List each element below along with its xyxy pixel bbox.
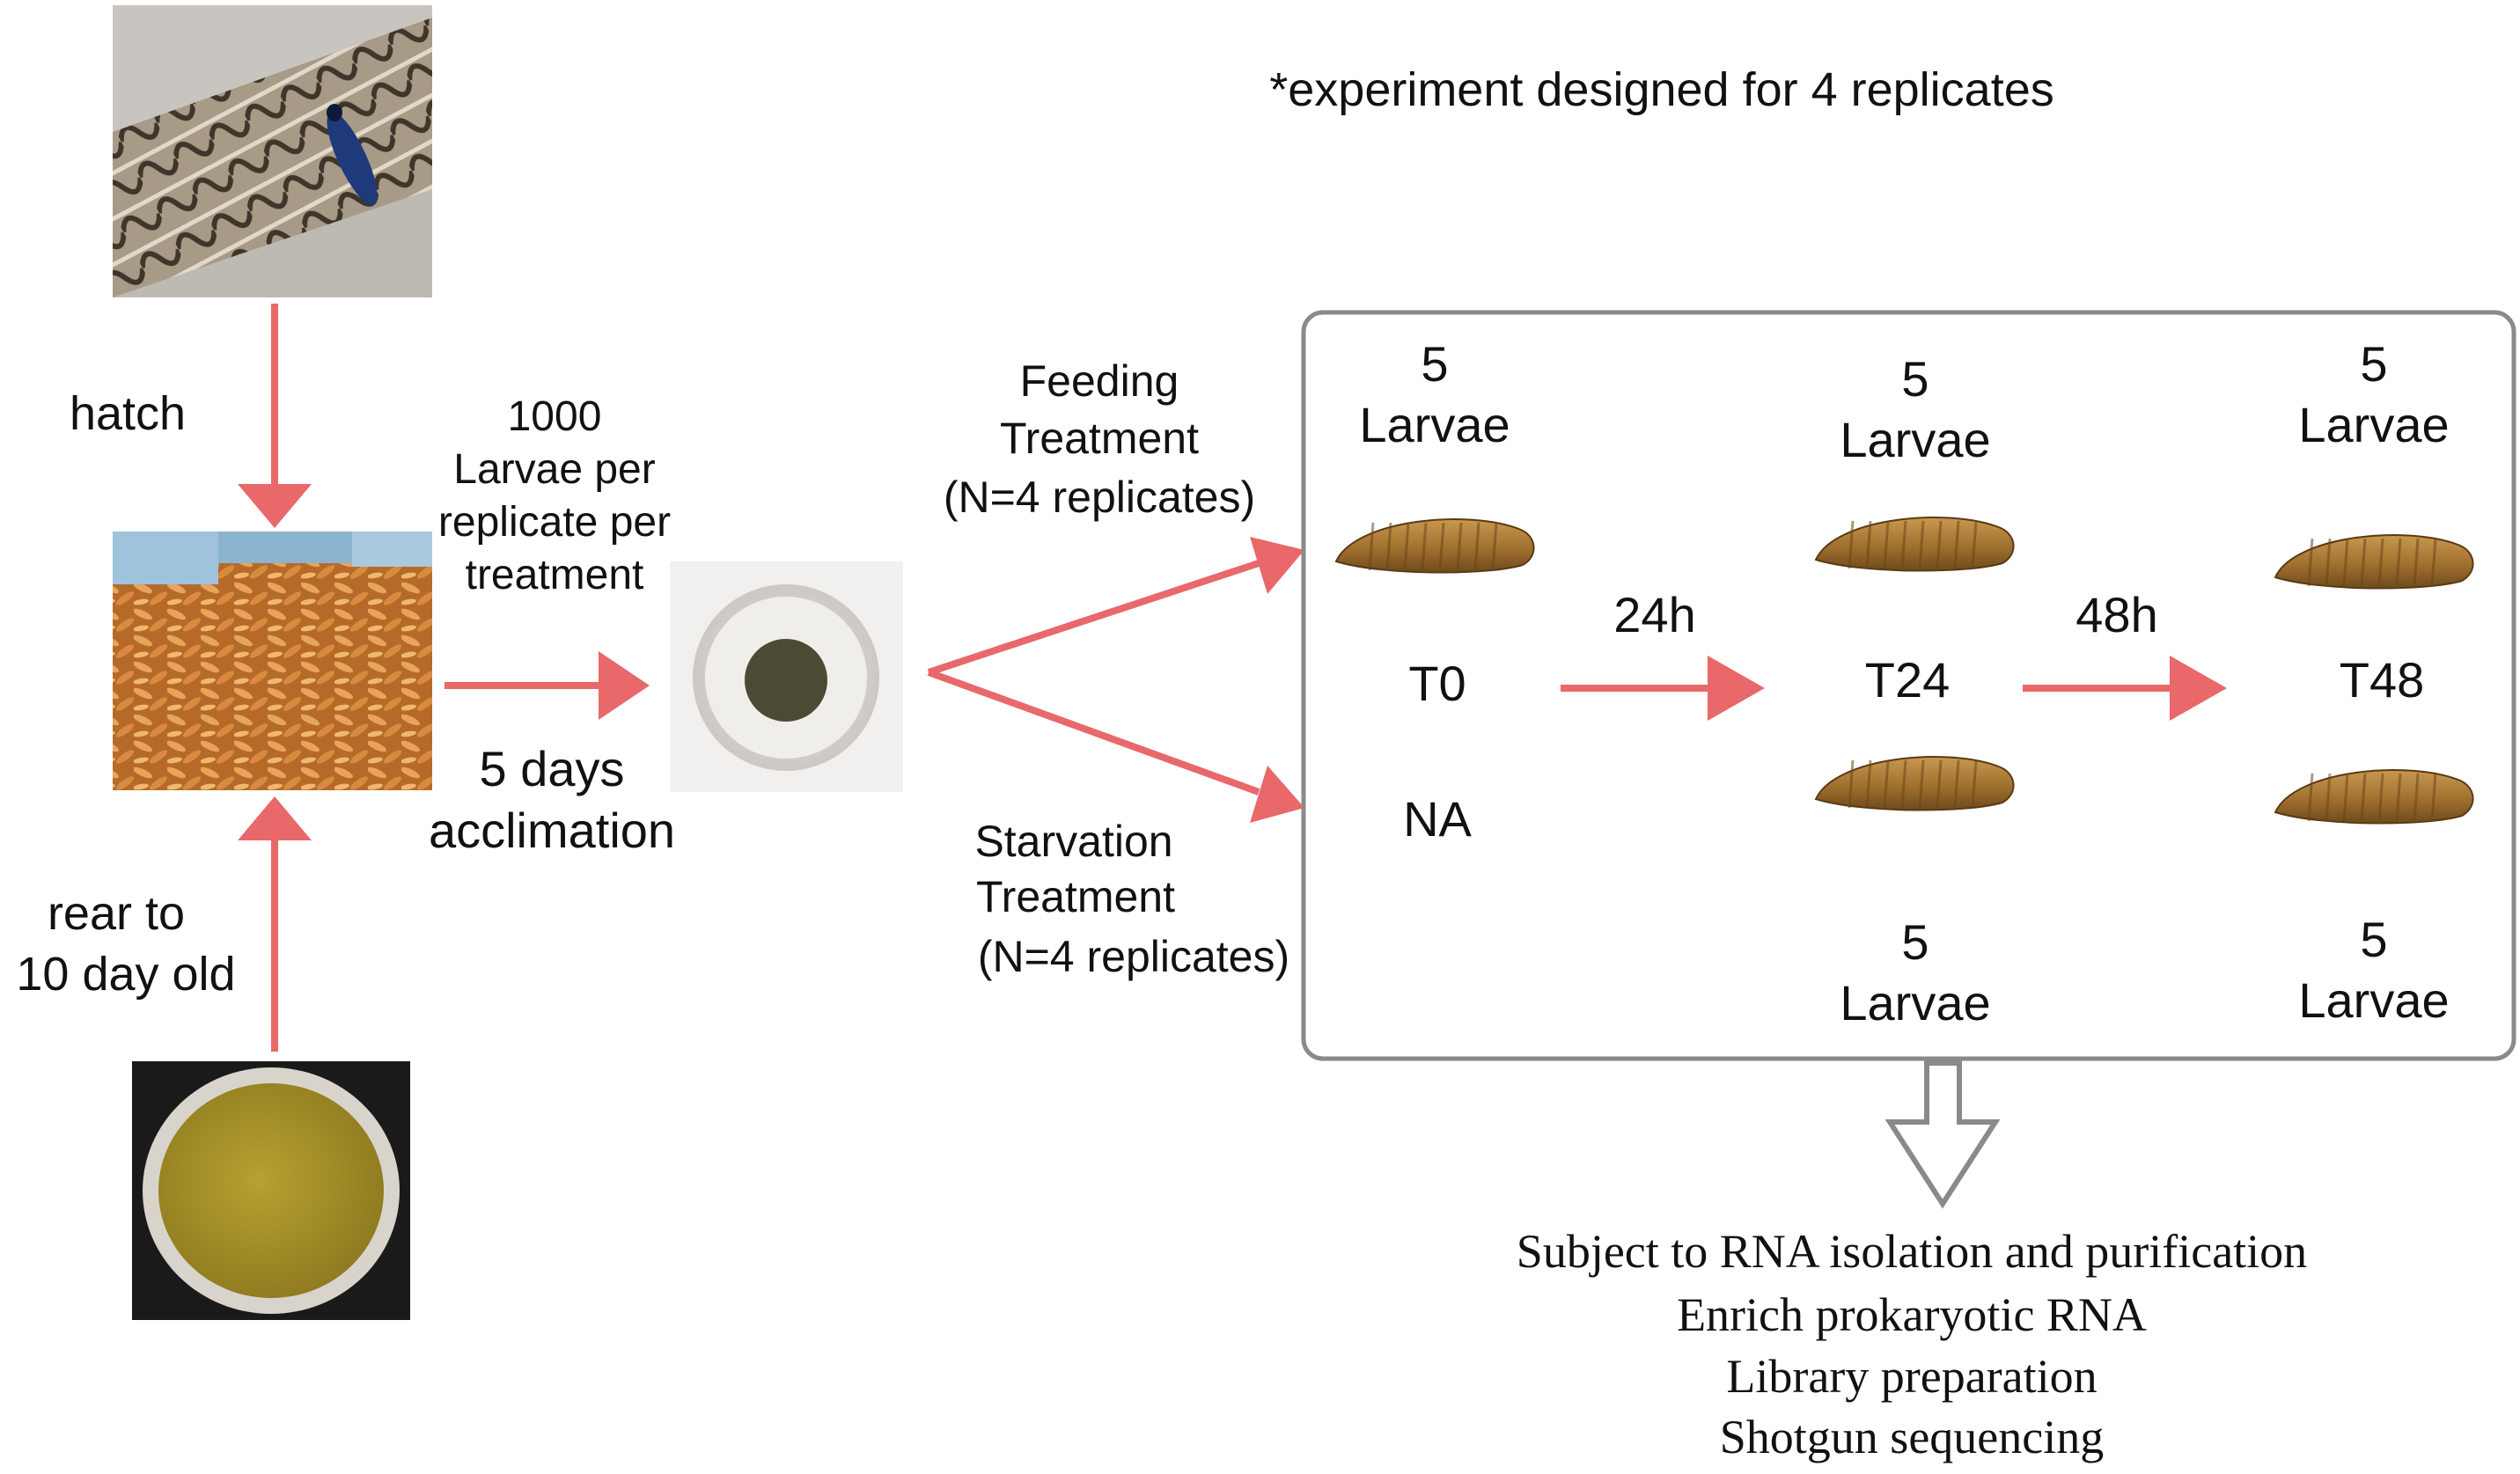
- replicate-note: *experiment designed for 4 replicates: [1269, 63, 2054, 116]
- t24-count-top: 5: [1901, 351, 1929, 407]
- output-arrow: [1884, 1060, 2001, 1209]
- processing-step-3: Library preparation: [1726, 1350, 2097, 1403]
- rearing-diet-photo: [132, 1061, 410, 1320]
- t0-label: T0: [1408, 656, 1466, 711]
- feeding-branch-arrow: [927, 537, 1304, 676]
- t48-count-top: 5: [2360, 336, 2387, 392]
- processing-step-1: Subject to RNA isolation and purificatio…: [1517, 1225, 2307, 1278]
- t48-label: T48: [2340, 652, 2425, 708]
- egg-trap-photo: [113, 5, 432, 297]
- starvation-line3: (N=4 replicates): [978, 932, 1289, 981]
- rear-label-line1: rear to: [48, 887, 185, 940]
- starvation-branch-arrow: [927, 669, 1304, 823]
- feeding-line2: Treatment: [1000, 414, 1199, 463]
- feeding-line1: Feeding: [1020, 356, 1179, 406]
- t48-unit-bottom: Larvae: [2298, 972, 2449, 1028]
- larvae-count-line4: treatment: [466, 552, 644, 598]
- t48-count-bottom: 5: [2360, 912, 2387, 967]
- larva-icon-t24-top: [1814, 517, 2015, 572]
- starvation-line2: Treatment: [976, 872, 1175, 921]
- larvae-count-line2: Larvae per: [453, 446, 655, 493]
- larvae-count-line3: replicate per: [438, 499, 671, 546]
- processing-step-2: Enrich prokaryotic RNA: [1677, 1288, 2147, 1341]
- t24-unit-bottom: Larvae: [1840, 975, 1990, 1030]
- rear-arrow: [238, 796, 312, 1052]
- larva-icon-t0-top: [1334, 518, 1535, 574]
- t24-label: T24: [1865, 652, 1951, 708]
- larva-icon-t48-top: [2274, 534, 2474, 590]
- timeline-box: [1301, 310, 2516, 1061]
- acclimation-dish-photo: [670, 561, 903, 792]
- hatch-label: hatch: [70, 387, 186, 440]
- larva-icon-t24-bottom: [1814, 756, 2015, 811]
- t24-count-bottom: 5: [1901, 914, 1929, 970]
- rear-label-line2: 10 day old: [16, 948, 235, 1001]
- acclimation-arrow: [444, 651, 650, 720]
- acclimation-line1: 5 days: [480, 741, 625, 796]
- larvae-mass-photo: [113, 532, 432, 790]
- t0-count: 5: [1421, 336, 1448, 392]
- starvation-line1: Starvation: [974, 817, 1172, 866]
- step-24h-label: 24h: [1613, 587, 1695, 642]
- step-48h-label: 48h: [2076, 587, 2157, 642]
- processing-step-4: Shotgun sequencing: [1720, 1411, 2104, 1463]
- larvae-count-line1: 1000: [508, 393, 602, 440]
- t48-unit-top: Larvae: [2298, 397, 2449, 452]
- feeding-line3: (N=4 replicates): [944, 473, 1255, 522]
- larva-icon-t48-bottom: [2274, 769, 2474, 825]
- t0-na: NA: [1403, 791, 1472, 847]
- arrow-24h: [1561, 656, 1765, 721]
- t24-unit-top: Larvae: [1840, 412, 1990, 467]
- t0-unit: Larvae: [1359, 397, 1510, 452]
- acclimation-line2: acclimation: [429, 803, 675, 858]
- arrow-48h: [2023, 656, 2227, 721]
- hatch-arrow: [238, 304, 312, 528]
